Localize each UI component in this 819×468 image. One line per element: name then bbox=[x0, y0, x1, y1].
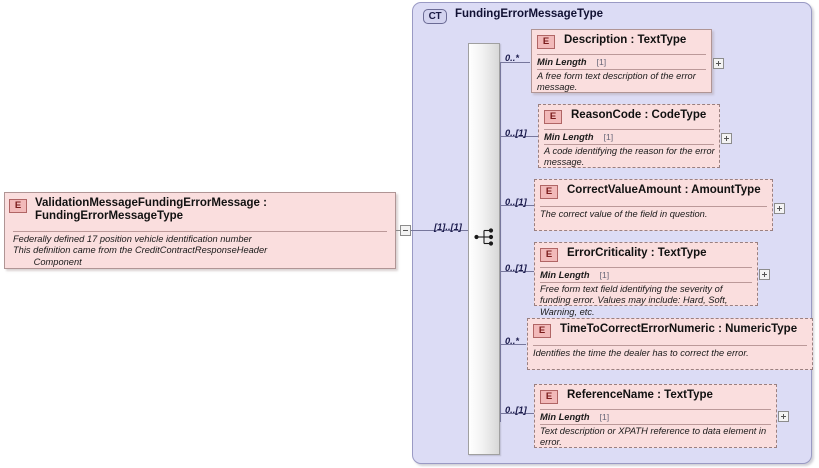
complex-type-badge: CT bbox=[423, 9, 447, 24]
root-element-title: ValidationMessageFundingErrorMessage : F… bbox=[35, 197, 267, 222]
element-separator bbox=[540, 267, 752, 268]
element-documentation-referencename: Text description or XPATH reference to d… bbox=[540, 426, 767, 448]
root-occurrence-label: [1]..[1] bbox=[434, 222, 462, 232]
occurrence-label-errorcriticality: 0..[1] bbox=[505, 263, 527, 273]
element-box-reasoncode[interactable]: E ReasonCode : CodeType Min Length [1] A c… bbox=[538, 104, 720, 168]
facet-cardinality: [1] bbox=[599, 270, 610, 280]
element-facet-reasoncode: Min Length [1] bbox=[544, 132, 613, 142]
element-separator-2 bbox=[540, 282, 752, 283]
root-documentation: Federally defined 17 position vehicle id… bbox=[13, 234, 268, 267]
expand-toggle-correctvalueamount[interactable] bbox=[774, 203, 785, 214]
element-separator-2 bbox=[544, 144, 714, 145]
element-badge-icon: E bbox=[540, 390, 558, 404]
branch-line-3 bbox=[500, 205, 534, 206]
element-box-description[interactable]: E Description : TextType Min Length [1] A … bbox=[531, 29, 712, 93]
element-header-description: E Description : TextType bbox=[532, 30, 711, 52]
expand-toggle-reasoncode[interactable] bbox=[721, 133, 732, 144]
element-name-errorcriticality: ErrorCriticality : TextType bbox=[567, 247, 707, 259]
element-separator bbox=[544, 129, 714, 130]
element-badge-icon: E bbox=[537, 35, 555, 49]
expand-toggle-errorcriticality[interactable] bbox=[759, 269, 770, 280]
element-separator bbox=[537, 54, 706, 55]
element-badge-icon: E bbox=[540, 185, 558, 199]
element-documentation-reasoncode: A code identifying the reason for the er… bbox=[544, 146, 715, 168]
facet-cardinality: [1] bbox=[599, 412, 610, 422]
occurrence-label-timetocorrecterrornumeric: 0..* bbox=[505, 336, 519, 346]
root-separator bbox=[13, 231, 387, 232]
element-separator bbox=[540, 409, 771, 410]
element-name-correctvalueamount: CorrectValueAmount : AmountType bbox=[567, 184, 761, 196]
branch-line-4 bbox=[500, 271, 534, 272]
facet-label: Min Length bbox=[540, 412, 590, 422]
expand-toggle-referencename[interactable] bbox=[778, 411, 789, 422]
element-name-timetocorrecterrornumeric: TimeToCorrectErrorNumeric : NumericType bbox=[560, 323, 798, 335]
facet-cardinality: [1] bbox=[596, 57, 607, 67]
element-separator-2 bbox=[540, 424, 771, 425]
element-name-description: Description : TextType bbox=[564, 34, 687, 46]
element-documentation-timetocorrecterrornumeric: Identifies the time the dealer has to co… bbox=[533, 348, 749, 358]
element-badge-icon: E bbox=[533, 324, 551, 338]
element-facet-errorcriticality: Min Length [1] bbox=[540, 270, 609, 280]
branch-line-6 bbox=[500, 413, 534, 414]
element-name-reasoncode: ReasonCode : CodeType bbox=[571, 109, 707, 121]
element-badge-icon: E bbox=[540, 248, 558, 262]
element-separator-2 bbox=[537, 69, 706, 70]
element-box-correctvalueamount[interactable]: E CorrectValueAmount : AmountType The cor… bbox=[534, 179, 773, 231]
element-header-errorcriticality: E ErrorCriticality : TextType bbox=[535, 243, 757, 265]
element-badge-icon: E bbox=[544, 110, 562, 124]
branch-line-5 bbox=[500, 344, 526, 345]
element-facet-referencename: Min Length [1] bbox=[540, 412, 609, 422]
element-name-referencename: ReferenceName : TextType bbox=[567, 389, 713, 401]
occurrence-label-correctvalueamount: 0..[1] bbox=[505, 197, 527, 207]
root-element-header: E ValidationMessageFundingErrorMessage : … bbox=[5, 193, 395, 229]
element-documentation-correctvalueamount: The correct value of the field in questi… bbox=[540, 209, 708, 219]
sequence-compositor-icon[interactable] bbox=[474, 227, 496, 247]
element-separator bbox=[533, 345, 807, 346]
element-documentation-errorcriticality: Free form text field identifying the sev… bbox=[540, 284, 728, 317]
complex-type-name: FundingErrorMessageType bbox=[455, 8, 604, 20]
element-badge-icon: E bbox=[9, 199, 27, 213]
facet-cardinality: [1] bbox=[603, 132, 614, 142]
element-header-timetocorrecterrornumeric: E TimeToCorrectErrorNumeric : NumericType bbox=[528, 319, 812, 341]
facet-label: Min Length bbox=[540, 270, 590, 280]
facet-label: Min Length bbox=[544, 132, 594, 142]
element-header-referencename: E ReferenceName : TextType bbox=[535, 385, 776, 407]
element-header-correctvalueamount: E CorrectValueAmount : AmountType bbox=[535, 180, 772, 202]
occurrence-label-reasoncode: 0..[1] bbox=[505, 128, 527, 138]
root-element-box[interactable]: E ValidationMessageFundingErrorMessage : … bbox=[4, 192, 396, 269]
occurrence-label-referencename: 0..[1] bbox=[505, 405, 527, 415]
occurrence-label-description: 0..* bbox=[505, 53, 519, 63]
element-facet-description: Min Length [1] bbox=[537, 57, 606, 67]
element-separator bbox=[540, 206, 767, 207]
element-documentation-description: A free form text description of the erro… bbox=[537, 71, 696, 93]
branch-line-2 bbox=[500, 136, 538, 137]
element-header-reasoncode: E ReasonCode : CodeType bbox=[539, 105, 719, 127]
root-connector-line bbox=[396, 230, 400, 231]
tree-spine bbox=[500, 62, 501, 422]
root-collapse-toggle[interactable] bbox=[400, 225, 411, 236]
expand-toggle-description[interactable] bbox=[713, 58, 724, 69]
root-to-compositor-line bbox=[411, 230, 468, 231]
element-box-errorcriticality[interactable]: E ErrorCriticality : TextType Min Length [… bbox=[534, 242, 758, 317]
sequence-compositor-bar[interactable] bbox=[468, 43, 500, 455]
facet-label: Min Length bbox=[537, 57, 587, 67]
element-box-timetocorrecterrornumeric[interactable]: E TimeToCorrectErrorNumeric : NumericType… bbox=[527, 318, 813, 370]
branch-line-1 bbox=[500, 62, 530, 63]
